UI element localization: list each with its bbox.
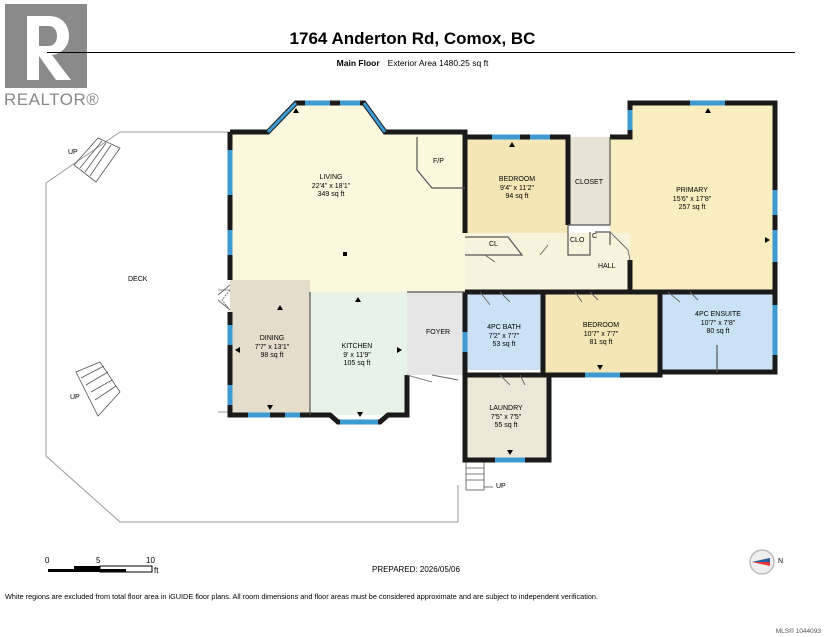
closet-clo-label: CLO: [570, 237, 585, 244]
scale-unit: ft: [154, 566, 159, 575]
laundry-fill: [465, 375, 549, 458]
scale-tick-10: 10: [146, 556, 155, 565]
stairs-up-label-top: UP: [68, 149, 78, 156]
windows: [227, 100, 778, 463]
realtor-wordmark: REALTOR®: [4, 90, 100, 109]
closet-fill: [568, 137, 610, 225]
compass: [749, 549, 775, 575]
bedroom2-fill: [543, 292, 660, 377]
title-divider: [47, 52, 795, 53]
scale-tick-0: 0: [45, 556, 50, 565]
page-title: 1764 Anderton Rd, Comox, BC: [289, 29, 536, 48]
room-label-kitchen: KITCHEN 9' x 11'9" 105 sq ft: [341, 343, 373, 367]
exterior-area: Exterior Area 1480.25 sq ft: [387, 58, 489, 68]
prepared-date: PREPARED: 2026/05/06: [372, 565, 460, 574]
room-label-dining: DINING 7'7" x 13'1" 98 sq ft: [254, 335, 290, 359]
room-fills: [230, 103, 775, 458]
dining-fill: [230, 280, 310, 415]
floor-name: Main Floor: [336, 58, 380, 68]
doors: [217, 231, 699, 386]
closet-label: CLOSET: [575, 179, 604, 186]
stairs-up-label-left: UP: [70, 394, 80, 401]
stairs-rear: [465, 461, 493, 491]
room-label-primary: PRIMARY 15'6" x 17'8" 257 sq ft: [672, 187, 712, 211]
mls-number: MLS® 1044093: [775, 628, 821, 635]
room-label-ensuite: 4PC ENSUITE 10'7" x 7'8" 80 sq ft: [695, 311, 741, 335]
bedroom-fill: [465, 137, 568, 233]
stairs-bottom-left: [75, 361, 121, 417]
deck-label: DECK: [128, 276, 148, 283]
primary-fill: [610, 103, 775, 292]
foyer-label: FOYER: [426, 329, 451, 336]
subtitle: Main Floor Exterior Area 1480.25 sq ft: [0, 58, 825, 68]
scale-bar: [48, 565, 153, 573]
room-label-living: LIVING 22'4" x 18'1" 349 sq ft: [311, 174, 351, 198]
living-fill: [230, 103, 465, 292]
hall-label: HALL: [598, 263, 616, 270]
compass-north-label: N: [778, 558, 784, 565]
closet-cl-label: CL: [489, 241, 498, 248]
window-arrows: [235, 108, 770, 455]
kitchen-fill: [310, 292, 407, 415]
bath-fill: [465, 292, 543, 370]
realtor-logo: [5, 4, 87, 88]
disclaimer: White regions are excluded from total fl…: [5, 592, 598, 601]
room-label-laundry: LAUNDRY 7'5" x 7'5" 55 sq ft: [489, 405, 523, 429]
stairs-up-label-bottom: UP: [496, 483, 506, 490]
fireplace-label: F/P: [433, 158, 444, 165]
room-label-bedroom: BEDROOM 9'4" x 11'2" 94 sq ft: [498, 176, 536, 200]
foyer-fill: [407, 292, 465, 375]
interior-thin-walls: [309, 137, 718, 415]
hall-fill: [465, 233, 630, 292]
closet-c-label: C: [592, 233, 598, 240]
room-label-bath: 4PC BATH 7'2" x 7'7" 53 sq ft: [487, 324, 521, 348]
room-label-bedroom-2: BEDROOM 10'7" x 7'7" 81 sq ft: [582, 322, 620, 346]
living-marker: [343, 252, 347, 256]
stairs-top-left: [73, 137, 121, 183]
scale-tick-5: 5: [96, 556, 101, 565]
